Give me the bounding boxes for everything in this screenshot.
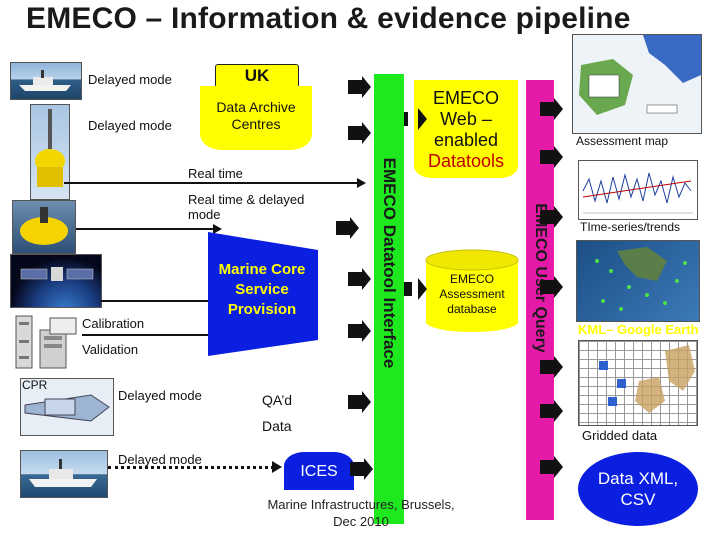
user-query-label: EMECO User Query — [532, 203, 549, 353]
calibration-label: Calibration — [82, 316, 145, 331]
block-arrow-out-4 — [540, 276, 563, 298]
block-arrow-7 — [350, 458, 373, 480]
assessment-map-label: Assessment map — [576, 134, 669, 148]
marine-core-shape — [208, 232, 318, 356]
real-time-label: Real time — [188, 166, 243, 181]
arrow-satellite — [100, 296, 222, 306]
web-tools-box: EMECO Web – enabled Datatools — [414, 80, 518, 178]
delayed-mode-label-2: Delayed mode — [88, 118, 172, 133]
computer-towers-image — [14, 314, 80, 372]
computer-icon — [15, 315, 77, 369]
data-archive-label: Data Archive Centres — [216, 99, 296, 132]
buoy-float-icon — [20, 207, 68, 245]
block-arrow-2 — [348, 122, 371, 144]
block-arrow-out-1 — [540, 98, 563, 120]
web-tools-line-3: enabled — [433, 130, 499, 150]
block-arrow-6 — [348, 391, 371, 413]
arrow-computers — [82, 330, 222, 340]
block-arrow-3 — [336, 217, 359, 239]
footer-text: Marine Infrastructures, Brussels, Dec 20… — [267, 497, 455, 529]
block-arrow-5 — [348, 320, 371, 342]
block-arrow-out-5 — [540, 356, 563, 378]
assessment-map-image — [572, 34, 702, 134]
web-tools-line-2: Web – — [440, 109, 492, 129]
delayed-mode-label-3: Delayed mode — [118, 388, 202, 403]
google-earth-icon — [595, 247, 687, 311]
block-arrow-1 — [348, 76, 371, 98]
validation-label: Validation — [82, 342, 139, 357]
cpr-label: CPR — [22, 378, 48, 392]
page-title: EMECO – Information & evidence pipeline — [26, 2, 631, 35]
block-arrow-web — [404, 108, 427, 130]
time-series-label: TIme-series/trends — [580, 220, 681, 234]
gridded-data-image — [578, 340, 698, 426]
gridded-data-label: Gridded data — [582, 428, 658, 443]
data-archive-box: Data Archive Centres — [200, 86, 312, 150]
ices-box: ICES — [284, 452, 354, 490]
user-query-bar: EMECO User Query — [526, 80, 554, 520]
kml-label: KML– Google Earth — [578, 322, 699, 337]
uk-box: UK — [215, 64, 299, 88]
satellite-icon — [20, 267, 94, 281]
datatool-interface-bar: EMECO Datatool Interface — [374, 74, 404, 524]
delayed-mode-label-4: Delayed mode — [118, 452, 202, 467]
datatool-interface-label: EMECO Datatool Interface — [380, 157, 399, 369]
delayed-mode-label-1: Delayed mode — [88, 72, 172, 87]
arrow-real-time — [64, 178, 366, 188]
ship-icon — [19, 70, 71, 91]
dotted-arrow-ices — [108, 466, 274, 469]
satellite-image — [10, 254, 102, 308]
map-icon — [579, 35, 701, 115]
data-label: Data — [262, 418, 292, 434]
web-tools-line-1: EMECO — [432, 88, 499, 108]
uk-label: UK — [244, 66, 270, 85]
ship-icon — [29, 459, 97, 487]
block-arrow-out-6 — [540, 400, 563, 422]
real-time-delayed-label: Real time & delayed mode — [188, 192, 305, 222]
ices-vessel-image — [20, 450, 108, 498]
dotted-arrow-head — [272, 461, 282, 473]
time-series-image — [578, 160, 698, 220]
block-arrow-out-2 — [540, 146, 563, 168]
data-xml-csv-label: Data XML, CSV — [597, 469, 679, 509]
cpr-recorder-icon — [24, 394, 110, 422]
marine-core-label: Marine Core Service Provision — [218, 261, 306, 318]
assessment-db-label: EMECO Assessment database — [439, 272, 505, 316]
qa-d-label: QA’d — [262, 392, 293, 408]
yellow-buoy-image — [12, 200, 76, 254]
block-arrow-4 — [348, 268, 371, 290]
block-arrow-out-7 — [540, 456, 563, 478]
block-arrow-out-3 — [540, 206, 563, 228]
time-series-icon — [582, 172, 693, 214]
ices-label: ICES — [300, 463, 338, 480]
web-tools-line-4: Datatools — [427, 151, 505, 171]
arrow-real-time-delayed — [76, 224, 222, 234]
data-xml-csv-oval: Data XML, CSV — [578, 452, 698, 526]
google-earth-image — [576, 240, 700, 322]
block-arrow-db — [404, 278, 427, 300]
buoy-icon — [35, 109, 65, 187]
cpr-device-image — [20, 378, 114, 436]
research-vessel-image — [10, 62, 82, 100]
buoy-image — [30, 104, 70, 200]
grid-map-icon — [599, 345, 695, 413]
assessment-db-cylinder — [425, 249, 519, 332]
